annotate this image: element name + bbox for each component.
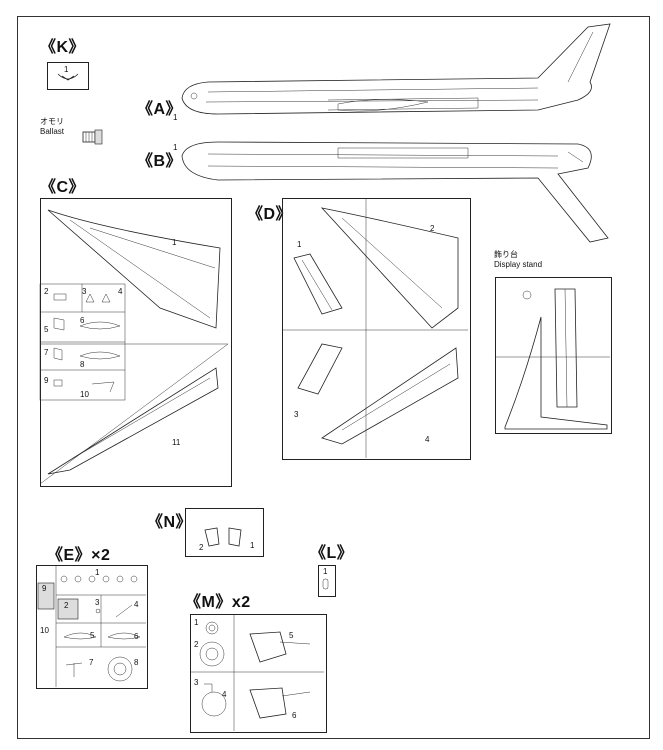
sprue-l-frame [318,565,336,597]
sprue-e-part-5: 5 [90,631,95,640]
sprue-m-part-3: 3 [194,678,199,687]
sprue-c-drawing [39,209,229,485]
sprue-c-part-3: 3 [82,287,87,296]
ballast-label-en: Ballast [40,127,65,136]
sprue-e-part-1: 1 [95,568,100,577]
sprue-d-frame [282,198,471,460]
fuselage-half-a-drawing [181,23,611,115]
sprue-n-frame [185,508,264,557]
sprue-l-part-number: 1 [323,567,328,576]
sprue-c-part-8: 8 [80,360,85,369]
sprue-n-part-2: 2 [199,543,204,552]
sprue-k-part-number: 1 [64,65,69,74]
sprue-e-label: 《E》×2 [47,547,111,564]
sprue-m-label: 《M》x2 [185,594,251,611]
sprue-m-frame [190,614,327,733]
sprue-c-part-2: 2 [44,287,49,296]
sprue-l-part-drawing [322,578,329,590]
fuselage-half-b-drawing [181,141,609,243]
stand-sprue-frame [495,277,612,434]
sprue-n-label: 《N》 [147,514,193,531]
sprue-c-frame [40,198,232,487]
sprue-a-part-number: 1 [173,113,178,122]
ballast-label-jp: オモリ [40,117,64,126]
sprue-n-drawing [204,527,242,547]
sprue-c-part-6: 6 [80,316,85,325]
sprue-m-part-4: 4 [222,690,227,699]
sprue-c-part-7: 7 [44,348,49,357]
sprue-e-part-4: 4 [134,600,139,609]
sprue-d-part-4: 4 [425,435,430,444]
sprue-d-part-1: 1 [297,240,302,249]
sprue-c-part-9: 9 [44,376,49,385]
sprue-m-drawing [190,614,324,731]
sprue-k-part-drawing [57,73,79,81]
sprue-d-label: 《D》 [247,206,293,223]
sprue-m-part-6: 6 [292,711,297,720]
sprue-b-label: 《B》 [137,153,183,170]
sprue-l-label: 《L》 [310,545,354,562]
stand-label-en: Display stand [494,260,543,269]
stand-label-jp: 飾り台 [494,250,518,259]
sprue-a-label: 《A》 [137,101,183,118]
sprue-e-part-10: 10 [40,626,49,635]
sprue-c-label: 《C》 [40,179,86,196]
sprue-m-part-1: 1 [194,618,199,627]
sprue-e-part-8: 8 [134,658,139,667]
sprue-d-part-2: 2 [430,224,435,233]
sprue-d-drawing [282,198,468,458]
sprue-c-part-10: 10 [80,390,89,399]
stand-sprue-drawing [495,288,610,430]
sprue-c-part-11: 11 [172,438,181,447]
sprue-c-part-1: 1 [172,238,177,247]
sprue-e-part-6: 6 [134,632,139,641]
sprue-c-part-4: 4 [118,287,123,296]
sprue-n-part-1: 1 [250,541,255,550]
sprue-e-part-2: 2 [64,601,69,610]
sprue-k-frame [47,62,89,90]
sprue-e-part-9: 9 [42,584,47,593]
sprue-k-label: 《K》 [40,39,86,56]
sprue-e-part-7: 7 [89,658,94,667]
sheet-border [17,16,650,739]
sprue-d-part-3: 3 [294,410,299,419]
sprue-m-part-5: 5 [289,631,294,640]
sprue-c-part-5: 5 [44,325,49,334]
sprue-m-part-2: 2 [194,640,199,649]
sprue-b-part-number: 1 [173,143,178,152]
sprue-e-drawing [37,565,146,687]
sprue-e-part-3: 3 [95,598,100,607]
sprue-e-frame [36,565,148,689]
ballast-screw-drawing [82,129,103,145]
